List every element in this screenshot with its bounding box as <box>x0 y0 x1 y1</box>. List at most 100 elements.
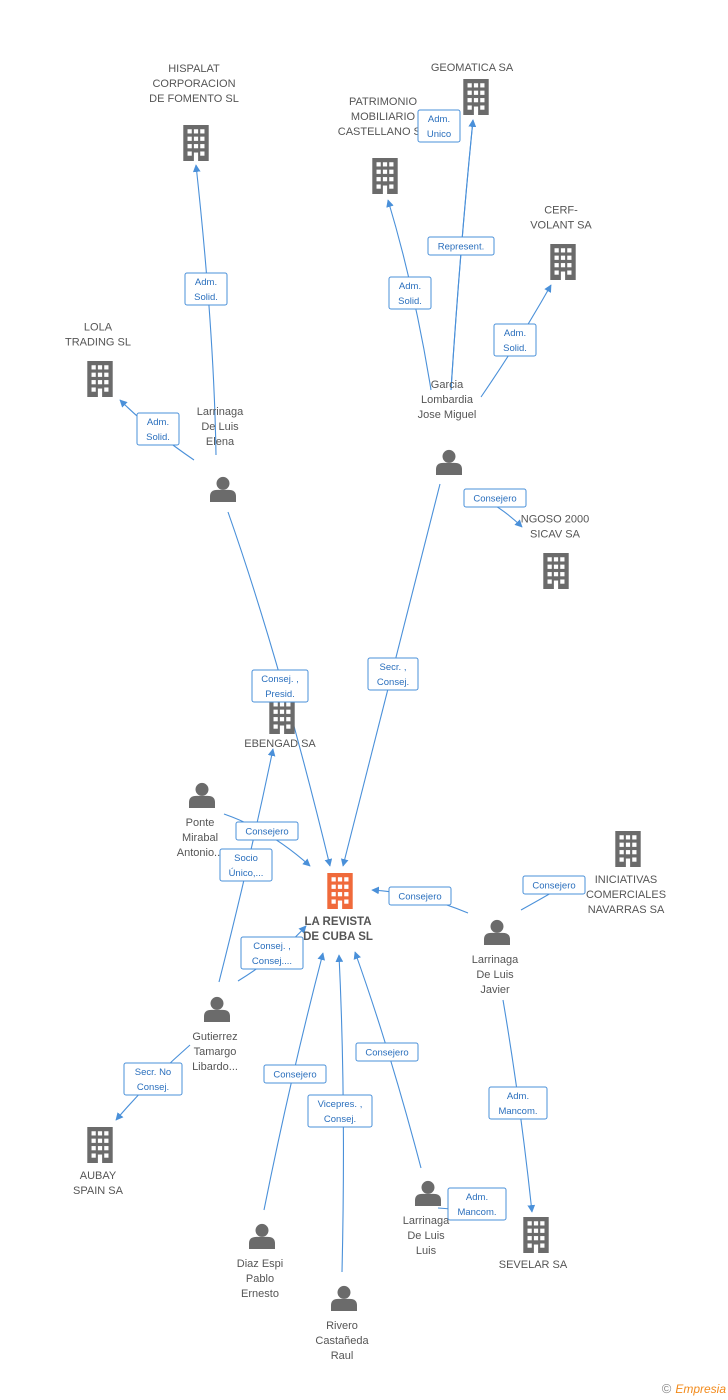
node-label-line: CERF- <box>544 205 578 217</box>
relation-label[interactable]: Represent. <box>427 236 495 256</box>
person-icon <box>436 449 462 475</box>
relation-label[interactable]: Adm. Solid. <box>136 412 180 446</box>
relation-label-text: Solid. <box>194 292 218 303</box>
relation-label-text: Socio <box>234 853 258 864</box>
relation-label[interactable]: Adm.Mancom. <box>488 1086 548 1120</box>
node-label-line: Garcia <box>431 379 464 391</box>
node-gutierrez[interactable]: GutierrezTamargoLibardo... <box>192 996 238 1073</box>
relation-label-text: Presid. <box>265 689 295 700</box>
node-label-line: Tamargo <box>194 1046 237 1058</box>
node-ebengad[interactable]: EBENGAD SA <box>244 698 316 750</box>
relation-label-box <box>136 412 180 446</box>
person-icon <box>249 1223 275 1249</box>
relation-label[interactable]: SocioÚnico,... <box>219 848 273 882</box>
relation-label-box <box>488 1086 548 1120</box>
relation-label-text: Solid. <box>146 432 170 443</box>
relation-label-text: Unico <box>427 129 451 140</box>
relation-label-box <box>235 821 299 841</box>
node-label-line: EBENGAD SA <box>244 738 316 750</box>
relation-label[interactable]: Consejero <box>522 875 586 895</box>
node-label-line: Jose Miguel <box>418 409 477 421</box>
relation-label-text: Mancom. <box>457 1207 496 1218</box>
relation-label[interactable]: Consej. ,Consej.... <box>240 936 304 970</box>
node-label-line: Pablo <box>246 1273 274 1285</box>
relation-label-box <box>388 276 432 310</box>
node-ponte[interactable]: PonteMirabalAntonio... <box>177 782 223 859</box>
node-cerf[interactable]: CERF- VOLANT SA <box>530 205 592 281</box>
node-sevelar[interactable]: SEVELAR SA <box>499 1217 568 1271</box>
relation-label[interactable]: Consejero <box>263 1064 327 1084</box>
relation-label-text: Consejero <box>273 1070 316 1081</box>
node-label-line: SPAIN SA <box>73 1185 124 1197</box>
node-label-line: CASTELLANO SA <box>338 126 429 138</box>
node-label-line: INICIATIVAS <box>595 874 658 886</box>
node-label-line: Larrinaga <box>403 1215 450 1227</box>
building-icon <box>372 158 398 194</box>
relation-label[interactable]: Adm.Solid. <box>184 272 228 306</box>
node-label-line: COMERCIALES <box>586 889 666 901</box>
node-label-line: Libardo... <box>192 1061 238 1073</box>
relation-label[interactable]: Adm. Unico <box>417 109 461 143</box>
person-icon <box>484 919 510 945</box>
relation-label-box <box>219 848 273 882</box>
node-label-line: TRADING SL <box>65 337 131 349</box>
relation-label-box <box>263 1064 327 1084</box>
relation-label[interactable]: Consej. , Presid. <box>251 669 309 703</box>
node-label-line: Lombardia <box>421 394 474 406</box>
relation-label[interactable]: Secr. ,Consej. <box>367 657 419 691</box>
node-label-line: Antonio... <box>177 847 223 859</box>
person-icon <box>204 996 230 1022</box>
node-geomatica[interactable]: GEOMATICA SA <box>431 62 514 115</box>
person-icon <box>415 1180 441 1206</box>
building-icon <box>463 79 489 115</box>
node-label-line: DE CUBA SL <box>303 931 373 943</box>
node-label-line: De Luis <box>476 969 514 981</box>
relation-label[interactable]: Adm.Mancom. <box>447 1187 507 1221</box>
relation-label-text: Represent. <box>438 242 484 253</box>
relation-label[interactable]: Consejero <box>355 1042 419 1062</box>
relation-label-text: Vicepres. , <box>318 1099 363 1110</box>
relation-label-box <box>307 1094 373 1128</box>
node-label-line: VOLANT SA <box>530 220 592 232</box>
relation-label[interactable]: Consejero <box>463 488 527 508</box>
node-label-line: GEOMATICA SA <box>431 62 514 74</box>
relation-label-text: Solid. <box>503 343 527 354</box>
relation-label-box <box>493 323 537 357</box>
relation-label-text: Consej. <box>137 1082 169 1093</box>
relation-label-box <box>388 886 452 906</box>
relation-label-box <box>240 936 304 970</box>
node-label-line: Rivero <box>326 1320 358 1332</box>
person-icon <box>189 782 215 808</box>
relation-label-text: Adm. <box>147 417 169 428</box>
node-label-line: HISPALAT <box>168 63 220 75</box>
brand-name: Empresia <box>675 1382 726 1396</box>
relation-label[interactable]: Adm.Solid. <box>388 276 432 310</box>
node-label-line: Luis <box>416 1245 437 1257</box>
relation-label[interactable]: Consejero <box>235 821 299 841</box>
relation-label-box <box>367 657 419 691</box>
relation-label-text: Adm. <box>428 114 450 125</box>
relation-label[interactable]: Adm.Solid. <box>493 323 537 357</box>
node-label-line: Larrinaga <box>197 406 244 418</box>
building-icon <box>615 831 641 867</box>
relation-label-box <box>522 875 586 895</box>
relation-label-text: Consejero <box>473 494 516 505</box>
relation-label[interactable]: Vicepres. ,Consej. <box>307 1094 373 1128</box>
node-label-line: NGOSO 2000 <box>521 514 589 526</box>
relation-label-text: Consej. , <box>261 674 299 685</box>
relation-label[interactable]: Consejero <box>388 886 452 906</box>
